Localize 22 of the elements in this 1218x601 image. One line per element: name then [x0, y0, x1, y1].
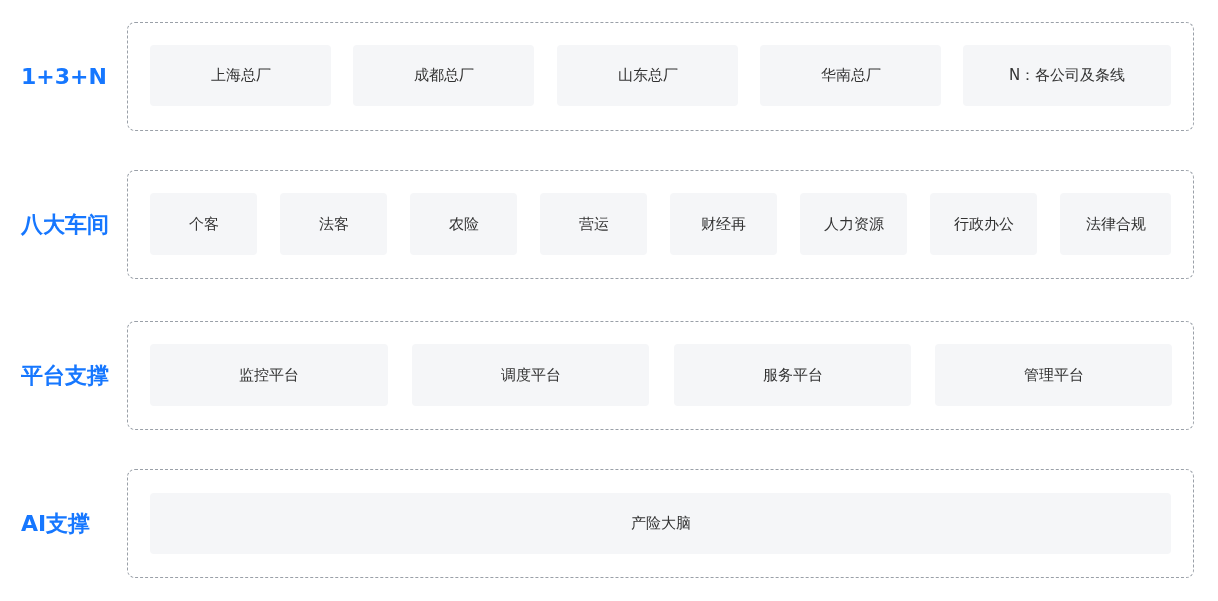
module-box: 山东总厂	[557, 45, 738, 106]
module-box: 华南总厂	[760, 45, 941, 106]
module-box: 上海总厂	[150, 45, 331, 106]
module-box: 个客	[150, 193, 257, 255]
module-box: 成都总厂	[353, 45, 534, 106]
module-box: 财经再	[670, 193, 777, 255]
layer-heading: 1+3+N	[21, 62, 107, 91]
module-box: 法客	[280, 193, 387, 255]
module-box: 法律合规	[1060, 193, 1171, 255]
module-box: 农险	[410, 193, 517, 255]
module-box: 监控平台	[150, 344, 388, 406]
layer-heading: 平台支撑	[21, 361, 109, 390]
module-box: 行政办公	[930, 193, 1037, 255]
module-box: 人力资源	[800, 193, 907, 255]
module-box: 调度平台	[412, 344, 649, 406]
layer-heading: 八大车间	[21, 210, 109, 239]
layer-heading: AI支撑	[21, 509, 91, 538]
module-box: 服务平台	[674, 344, 911, 406]
module-box: 营运	[540, 193, 647, 255]
module-box: N：各公司及条线	[963, 45, 1171, 106]
module-box: 管理平台	[935, 344, 1172, 406]
module-box: 产险大脑	[150, 493, 1171, 554]
